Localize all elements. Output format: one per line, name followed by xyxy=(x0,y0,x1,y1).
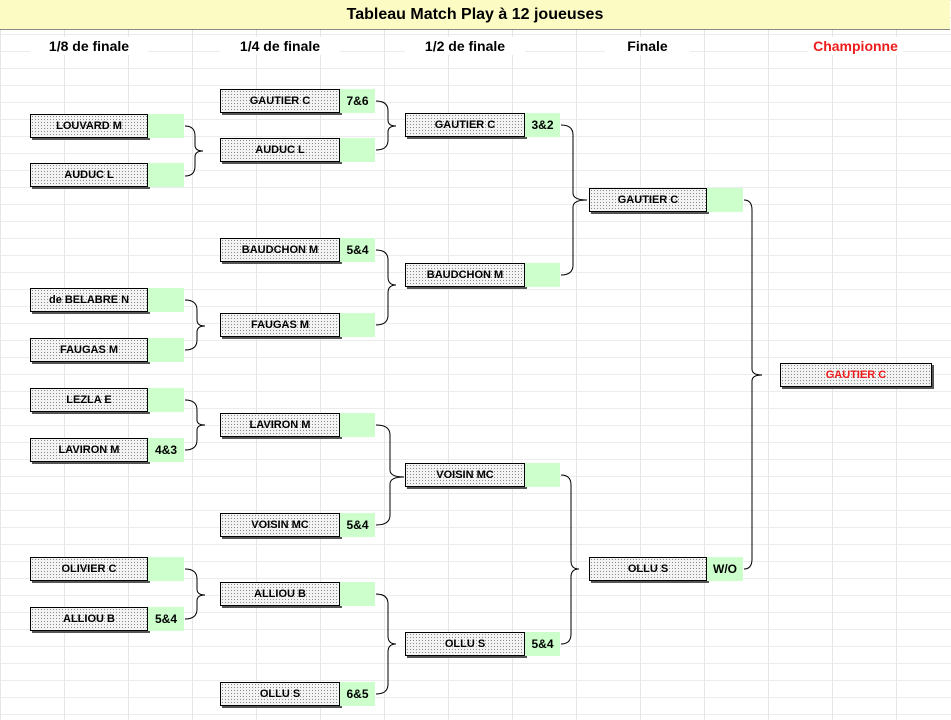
sf-player-2[interactable]: BAUDCHON M xyxy=(405,263,525,287)
connector-r16-3 xyxy=(184,399,206,451)
player-name: OLLU S xyxy=(627,563,669,575)
player-name: GAUTIER C xyxy=(434,119,496,131)
player-name: VOISIN MC xyxy=(251,519,309,531)
qf-player-8[interactable]: OLLU S xyxy=(220,682,340,706)
header-r16[interactable]: 1/8 de finale xyxy=(30,37,148,55)
final-player-1[interactable]: GAUTIER C xyxy=(589,188,707,212)
player-name: LAVIRON M xyxy=(249,419,311,431)
connector-sf-2 xyxy=(560,474,580,645)
player-name: ALLIOU B xyxy=(63,613,115,625)
player-name: BAUDCHON M xyxy=(241,244,319,256)
qf-score-4[interactable] xyxy=(340,313,375,337)
r16-player-1[interactable]: LOUVARD M xyxy=(30,114,148,138)
r16-score-8[interactable]: 5&4 xyxy=(148,607,184,631)
qf-player-1[interactable]: GAUTIER C xyxy=(220,89,340,113)
r16-score-2[interactable] xyxy=(148,163,184,187)
qf-score-3[interactable]: 5&4 xyxy=(340,238,375,262)
player-name: AUDUC L xyxy=(64,169,114,181)
player-name: AUDUC L xyxy=(255,144,305,156)
header-final[interactable]: Finale xyxy=(605,37,690,55)
r16-score-1[interactable] xyxy=(148,114,184,138)
qf-player-3[interactable]: BAUDCHON M xyxy=(220,238,340,262)
connector-qf-1 xyxy=(375,100,397,151)
r16-player-5[interactable]: LEZLA E xyxy=(30,388,148,412)
sf-score-1[interactable]: 3&2 xyxy=(525,113,560,137)
connector-r16-4 xyxy=(184,568,206,620)
sf-player-1[interactable]: GAUTIER C xyxy=(405,113,525,137)
player-name: LAVIRON M xyxy=(58,444,120,456)
player-name: BAUDCHON M xyxy=(426,269,504,281)
r16-player-2[interactable]: AUDUC L xyxy=(30,163,148,187)
header-champion[interactable]: Championne xyxy=(808,37,903,55)
r16-player-6[interactable]: LAVIRON M xyxy=(30,438,148,462)
connector-sf-1 xyxy=(560,124,588,276)
qf-score-8[interactable]: 6&5 xyxy=(340,682,375,706)
qf-score-2[interactable] xyxy=(340,138,375,162)
player-name: OLLU S xyxy=(444,638,486,650)
r16-score-7[interactable] xyxy=(148,557,184,581)
r16-score-5[interactable] xyxy=(148,388,184,412)
sf-player-3[interactable]: VOISIN MC xyxy=(405,463,525,487)
r16-score-3[interactable] xyxy=(148,288,184,312)
r16-player-4[interactable]: FAUGAS M xyxy=(30,338,148,362)
qf-player-7[interactable]: ALLIOU B xyxy=(220,582,340,606)
player-name: FAUGAS M xyxy=(250,319,310,331)
header-qf[interactable]: 1/4 de finale xyxy=(220,37,340,55)
connector-r16-2 xyxy=(184,299,206,351)
champion-box[interactable]: GAUTIER C xyxy=(780,363,932,387)
qf-player-2[interactable]: AUDUC L xyxy=(220,138,340,162)
player-name: LOUVARD M xyxy=(56,120,122,132)
sf-score-3[interactable] xyxy=(525,463,560,487)
sf-score-4[interactable]: 5&4 xyxy=(525,632,560,656)
connector-qf-3 xyxy=(375,424,405,526)
connector-qf-2 xyxy=(375,249,397,326)
header-sf[interactable]: 1/2 de finale xyxy=(405,37,525,55)
player-name: OLIVIER C xyxy=(61,563,117,575)
r16-player-7[interactable]: OLIVIER C xyxy=(30,557,148,581)
player-name: VOISIN MC xyxy=(436,469,494,481)
r16-score-4[interactable] xyxy=(148,338,184,362)
qf-score-7[interactable] xyxy=(340,582,375,606)
sheet-title[interactable]: Tableau Match Play à 12 joueuses xyxy=(0,0,950,30)
connector-qf-4 xyxy=(375,593,397,695)
final-player-2[interactable]: OLLU S xyxy=(589,557,707,581)
final-score-2[interactable]: W/O xyxy=(707,557,743,581)
sheet-title-text: Tableau Match Play à 12 joueuses xyxy=(346,5,604,23)
player-name: OLLU S xyxy=(259,688,301,700)
player-name: GAUTIER C xyxy=(617,194,679,206)
player-name: LEZLA E xyxy=(66,394,112,406)
player-name: de BELABRE N xyxy=(48,294,130,306)
r16-player-3[interactable]: de BELABRE N xyxy=(30,288,148,312)
qf-score-6[interactable]: 5&4 xyxy=(340,513,375,537)
qf-score-5[interactable] xyxy=(340,413,375,437)
qf-player-4[interactable]: FAUGAS M xyxy=(220,313,340,337)
sf-player-4[interactable]: OLLU S xyxy=(405,632,525,656)
champion-name: GAUTIER C xyxy=(825,369,887,381)
player-name: FAUGAS M xyxy=(59,344,119,356)
sf-score-2[interactable] xyxy=(525,263,560,287)
qf-score-1[interactable]: 7&6 xyxy=(340,89,375,113)
qf-player-5[interactable]: LAVIRON M xyxy=(220,413,340,437)
final-score-1[interactable] xyxy=(707,188,743,212)
qf-player-6[interactable]: VOISIN MC xyxy=(220,513,340,537)
player-name: GAUTIER C xyxy=(249,95,311,107)
connector-final xyxy=(743,199,763,570)
r16-score-6[interactable]: 4&3 xyxy=(148,438,184,462)
r16-player-8[interactable]: ALLIOU B xyxy=(30,607,148,631)
connector-r16-1 xyxy=(184,125,204,177)
player-name: ALLIOU B xyxy=(254,588,306,600)
